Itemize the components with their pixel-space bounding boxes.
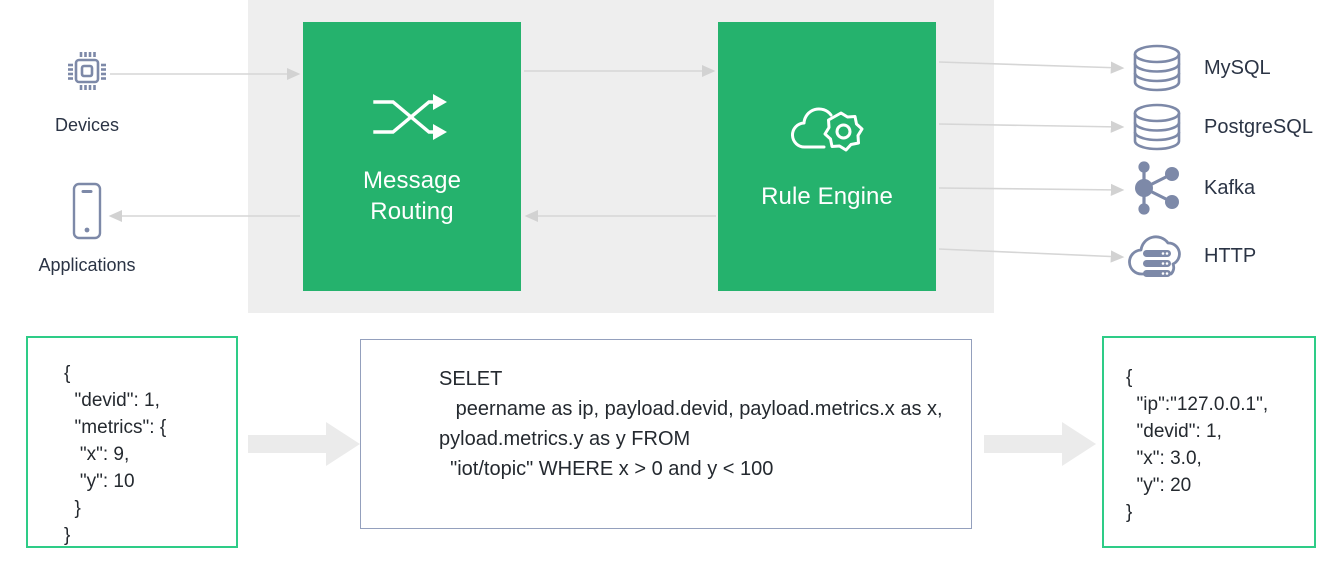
connector-rule-engine-to-postgresql: [938, 120, 1125, 133]
destination-node-kafka[interactable]: Kafka: [1128, 160, 1255, 216]
sql-rule-text: SELET peername as ip, payload.devid, pay…: [439, 368, 943, 480]
sql-rule-box[interactable]: SELET peername as ip, payload.devid, pay…: [360, 339, 972, 529]
node-graph-icon: [1128, 160, 1186, 216]
connector-rule-engine-to-kafka: [938, 183, 1125, 196]
destination-node-mysql[interactable]: MySQL: [1128, 40, 1271, 96]
stage-label-rule-engine: Rule Engine: [761, 183, 893, 210]
payload-transformation-flow: { "devid": 1, "metrics": { "x": 9, "y": …: [0, 318, 1342, 582]
destination-node-http[interactable]: HTTP: [1128, 228, 1256, 284]
source-node-applications[interactable]: Applications: [0, 180, 182, 276]
shuffle-icon: [371, 87, 453, 147]
connector-arrows: [108, 61, 1125, 263]
database-icon: [1128, 40, 1186, 96]
destination-label-kafka: Kafka: [1204, 177, 1256, 199]
destination-label-http: HTTP: [1204, 245, 1257, 267]
destination-node-postgresql[interactable]: PostgreSQL: [1128, 99, 1313, 155]
flow-arrow-input-to-sql: [248, 418, 360, 475]
stage-box-rule-engine[interactable]: Rule Engine: [718, 22, 936, 291]
chip-icon: [0, 40, 182, 102]
database-icon: [1128, 99, 1186, 155]
connector-rule-engine-to-http: [938, 248, 1125, 263]
input-payload-json: { "devid": 1, "metrics": { "x": 9, "y": …: [64, 363, 167, 546]
output-payload-json: { "ip":"127.0.0.1", "devid": 1, "x": 3.0…: [1126, 367, 1269, 523]
cloud-gear-icon: [788, 101, 866, 163]
connector-rule-engine-to-mysql: [938, 61, 1125, 74]
source-node-devices[interactable]: Devices: [0, 40, 182, 136]
destination-label-postgresql: PostgreSQL: [1204, 116, 1313, 138]
source-label-devices: Devices: [54, 115, 120, 135]
output-payload-box[interactable]: { "ip":"127.0.0.1", "devid": 1, "x": 3.0…: [1102, 336, 1316, 548]
destination-label-mysql: MySQL: [1204, 57, 1271, 79]
input-payload-box[interactable]: { "devid": 1, "metrics": { "x": 9, "y": …: [26, 336, 238, 548]
flow-arrow-sql-to-output: [984, 418, 1096, 475]
mobile-phone-icon: [0, 180, 182, 242]
cloud-server-icon: [1128, 228, 1186, 284]
source-label-applications: Applications: [38, 255, 136, 275]
